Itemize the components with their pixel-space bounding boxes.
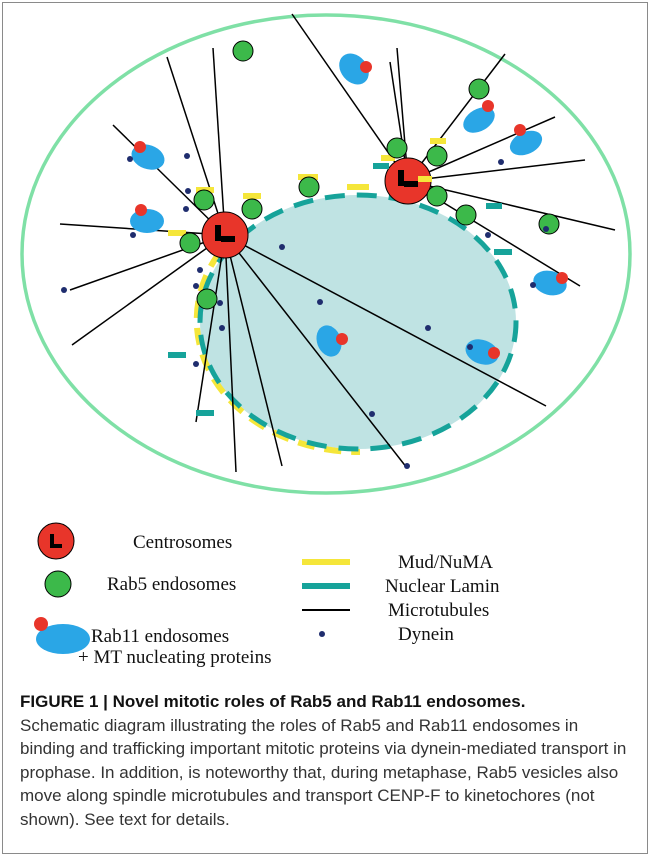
caption-body: Schematic diagram illustrating the roles… xyxy=(20,715,627,829)
legend-microtubules-label: Microtubules xyxy=(388,600,490,621)
legend-mud-label: Mud/NuMA xyxy=(398,552,494,573)
legend-rab11-symbol xyxy=(34,617,90,654)
legend-dynein-label: Dynein xyxy=(398,624,454,645)
nuclear-lamin xyxy=(197,192,519,452)
legend-mud-symbol xyxy=(302,559,350,565)
legend-lamin-label: Nuclear Lamin xyxy=(385,576,500,597)
centrosome-left xyxy=(201,211,249,259)
legend-centrosomes-label: Centrosomes xyxy=(133,532,233,553)
legend-rab5-label: Rab5 endosomes xyxy=(107,574,237,595)
rab11-endosome xyxy=(465,339,500,365)
rab11-endosome xyxy=(316,325,348,357)
cell-membrane xyxy=(20,13,632,495)
caption-title: FIGURE 1 | Novel mitotic roles of Rab5 a… xyxy=(20,692,526,711)
legend-dynein-symbol xyxy=(319,631,325,637)
rab11-endosome xyxy=(130,204,164,233)
legend-rab5-symbol xyxy=(44,570,72,598)
rab11-endosome xyxy=(463,100,495,133)
mitosis-diagram xyxy=(20,13,632,654)
rab11-endosome xyxy=(339,53,372,85)
legend-centrosome-symbol xyxy=(37,522,75,560)
dynein-dots xyxy=(61,153,549,469)
rab11-endosome xyxy=(533,270,568,296)
rab11-endosome xyxy=(509,124,543,156)
legend-rab11-label: Rab11 endosomes xyxy=(91,626,230,647)
legend-microtubule-symbol xyxy=(302,609,350,611)
legend-lamin-symbol xyxy=(302,583,350,589)
legend-rab11-sub-label: + MT nucleating proteins xyxy=(78,647,272,668)
mud-numa-arc xyxy=(193,229,361,456)
nucleus xyxy=(200,195,516,449)
lamin-dashes xyxy=(168,163,512,416)
figure-caption: FIGURE 1 | Novel mitotic roles of Rab5 a… xyxy=(20,690,635,831)
rab11-endosome xyxy=(131,141,165,170)
rab11-endosomes xyxy=(130,53,568,365)
